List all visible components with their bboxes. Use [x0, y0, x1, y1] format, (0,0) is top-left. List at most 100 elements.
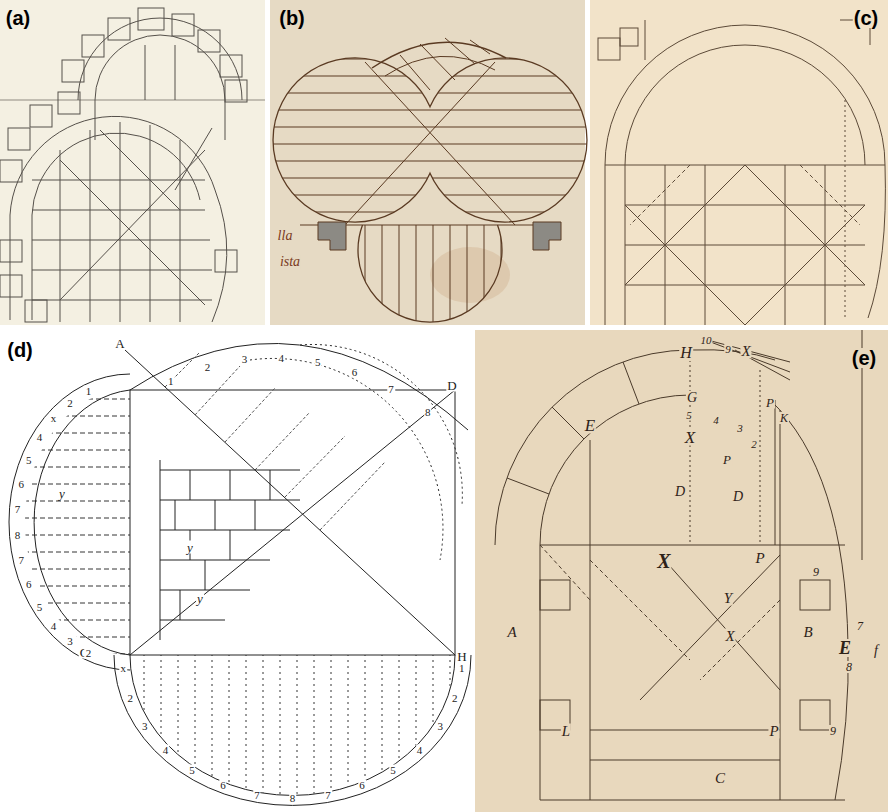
vault-plan-b	[533, 222, 561, 250]
vault-plan-c	[598, 20, 885, 325]
vault-plan-d	[114, 655, 471, 805]
vault-plan-a	[30, 105, 52, 127]
vault-plan-a	[0, 240, 22, 262]
vault-plan-e	[800, 700, 830, 730]
scale-number: 6	[219, 780, 227, 791]
vault-plan-d	[130, 343, 468, 430]
scale-number: 1	[167, 376, 175, 387]
vault-plan-c	[605, 25, 885, 325]
panel-letter: (e)	[851, 348, 877, 368]
vault-plan-c	[625, 165, 865, 325]
point-letter: E	[584, 417, 596, 434]
vault-plan-b	[270, 50, 590, 225]
vault-plan-b	[345, 62, 515, 225]
point-letter: H	[679, 345, 693, 361]
scale-number: 1	[85, 385, 93, 396]
scale-number: 6	[18, 478, 26, 489]
vault-plan-a	[215, 250, 237, 272]
point-letter: B	[802, 625, 813, 640]
margin-note: ista	[279, 255, 301, 269]
vault-plan-c	[630, 165, 860, 225]
vault-plan-b	[358, 225, 503, 325]
vault-plan-e	[540, 545, 780, 680]
scale-number: 5	[389, 765, 397, 776]
vault-plan-a	[58, 92, 80, 114]
point-letter: K	[779, 412, 789, 424]
scale-number: 4	[712, 415, 720, 426]
scale-number: 8	[845, 661, 853, 673]
vault-plan-d	[160, 470, 300, 620]
vault-plan-b	[385, 56, 495, 76]
panel-letter: (c)	[853, 8, 879, 28]
scale-number: 4	[416, 745, 424, 756]
scale-number: 9	[829, 725, 837, 737]
scale-number: 6	[358, 780, 366, 791]
point-letter: Y	[723, 591, 733, 606]
scale-number: 3	[437, 720, 445, 731]
scale-number: 6	[25, 579, 33, 590]
scale-number: 7	[324, 789, 332, 800]
vault-plan-a	[138, 8, 164, 30]
panel-grounds	[590, 0, 888, 325]
point-letter: X	[740, 344, 751, 359]
vault-plan-d	[9, 374, 130, 670]
scale-number: 5	[685, 410, 693, 421]
point-letter: P	[754, 551, 765, 566]
panel-grounds	[475, 330, 888, 812]
scale-number: 2	[127, 692, 135, 703]
scale-number: 3	[736, 423, 744, 434]
point-letter: L	[561, 724, 571, 739]
scale-number: 10	[700, 335, 713, 346]
point-letter: y	[58, 487, 66, 500]
point-letter: D	[732, 490, 744, 504]
point-letter: C	[714, 771, 726, 786]
scale-number: 2	[451, 692, 459, 703]
vault-plan-e	[590, 730, 780, 760]
vault-plan-d	[300, 344, 462, 505]
margin-note: lla	[277, 229, 294, 243]
vault-plan-d	[160, 460, 161, 640]
vault-plan-a	[225, 80, 247, 102]
point-letter: X	[684, 429, 696, 446]
scale-number: 7	[387, 384, 395, 395]
vault-plan-a	[0, 160, 22, 182]
scale-number: 3	[141, 720, 149, 731]
point-letter: A	[114, 337, 125, 350]
vault-plan-b	[318, 222, 346, 250]
vault-plan-d	[125, 350, 455, 655]
vault-plan-e	[770, 400, 848, 800]
point-letter: G	[686, 391, 698, 405]
scale-number: 7	[856, 620, 864, 632]
vault-plan-e	[690, 360, 760, 545]
vault-plan-a	[0, 275, 22, 297]
scale-number: 4	[162, 745, 170, 756]
vault-plan-e	[540, 410, 845, 800]
point-letter: H	[456, 650, 467, 663]
vault-plan-a	[10, 116, 227, 322]
scale-number: 8	[424, 406, 432, 417]
scale-number: 2	[66, 397, 74, 408]
scale-number: x	[50, 413, 58, 424]
vault-plan-a	[0, 8, 265, 322]
vault-plan-d	[175, 470, 270, 620]
point-letter: E	[838, 639, 852, 657]
scale-number: 3	[241, 354, 249, 365]
vault-plan-b	[358, 225, 502, 322]
point-letter: f	[873, 644, 879, 658]
vault-plan-a	[32, 180, 212, 300]
vault-plan-c	[645, 20, 870, 60]
vault-plan-e	[495, 330, 862, 800]
point-letter: A	[506, 625, 517, 640]
vault-plan-e	[800, 580, 830, 610]
point-letter: X	[656, 551, 671, 571]
vault-plan-c	[665, 165, 825, 325]
scale-number: 5	[25, 454, 33, 465]
point-letter: D	[674, 485, 686, 499]
vault-plan-b	[400, 38, 490, 90]
vault-plan-e	[540, 580, 570, 610]
vault-plan-c	[620, 28, 638, 46]
vault-plan-d	[130, 655, 455, 800]
vault-plan-a	[172, 14, 194, 36]
vault-plan-a	[95, 35, 225, 100]
